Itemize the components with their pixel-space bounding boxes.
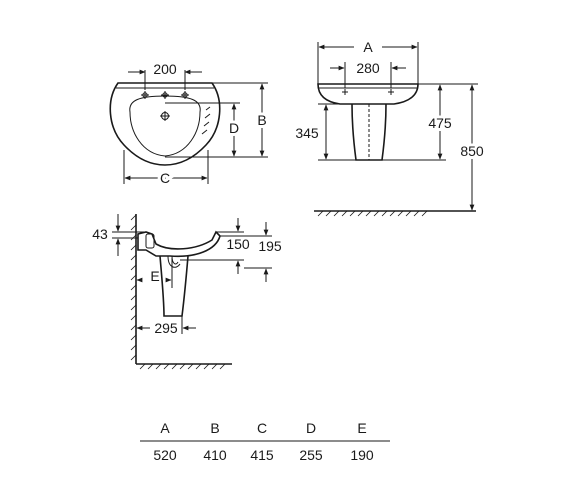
section-view: 43 150 195 E 295 xyxy=(92,214,285,370)
table-header-c: C xyxy=(257,420,267,436)
table-value-b: 410 xyxy=(203,447,227,463)
dim-c-label: C xyxy=(160,170,170,186)
table-header-d: D xyxy=(306,420,316,436)
tap-holes xyxy=(141,91,189,99)
dim-475-label: 475 xyxy=(428,115,452,131)
dim-295-label: 295 xyxy=(154,320,178,336)
dim-195-label: 195 xyxy=(258,238,282,254)
table-value-c: 415 xyxy=(250,447,274,463)
side-basin xyxy=(317,83,419,105)
dim-d-label: D xyxy=(229,120,239,136)
side-view: A 280 345 475 850 xyxy=(295,39,487,217)
side-floor xyxy=(314,210,476,217)
dim-345-label: 345 xyxy=(295,125,319,141)
dim-a-label: A xyxy=(363,39,373,55)
table-header-b: B xyxy=(210,420,219,436)
section-pedestal xyxy=(159,255,189,317)
trap xyxy=(167,255,181,268)
table-value-e: 190 xyxy=(350,447,374,463)
section-basin xyxy=(137,230,221,258)
table-value-d: 255 xyxy=(299,447,323,463)
front-view: 200 B D C xyxy=(109,61,270,189)
dim-43-label: 43 xyxy=(92,226,108,242)
dim-b-label: B xyxy=(257,112,266,128)
dim-e-label: E xyxy=(150,268,159,284)
table-header-e: E xyxy=(357,420,366,436)
table-value-a: 520 xyxy=(153,447,177,463)
basin-outline xyxy=(109,82,221,166)
dimension-table: A B C D E 520 410 415 255 190 xyxy=(140,420,390,463)
basin-bowl xyxy=(129,95,201,157)
dim-280-label: 280 xyxy=(356,60,380,76)
dim-850-label: 850 xyxy=(460,143,484,159)
dim-150-label: 150 xyxy=(226,236,250,252)
section-floor xyxy=(136,363,232,370)
table-header-a: A xyxy=(160,420,170,436)
wall xyxy=(130,214,137,364)
dim-200-label: 200 xyxy=(153,61,177,77)
